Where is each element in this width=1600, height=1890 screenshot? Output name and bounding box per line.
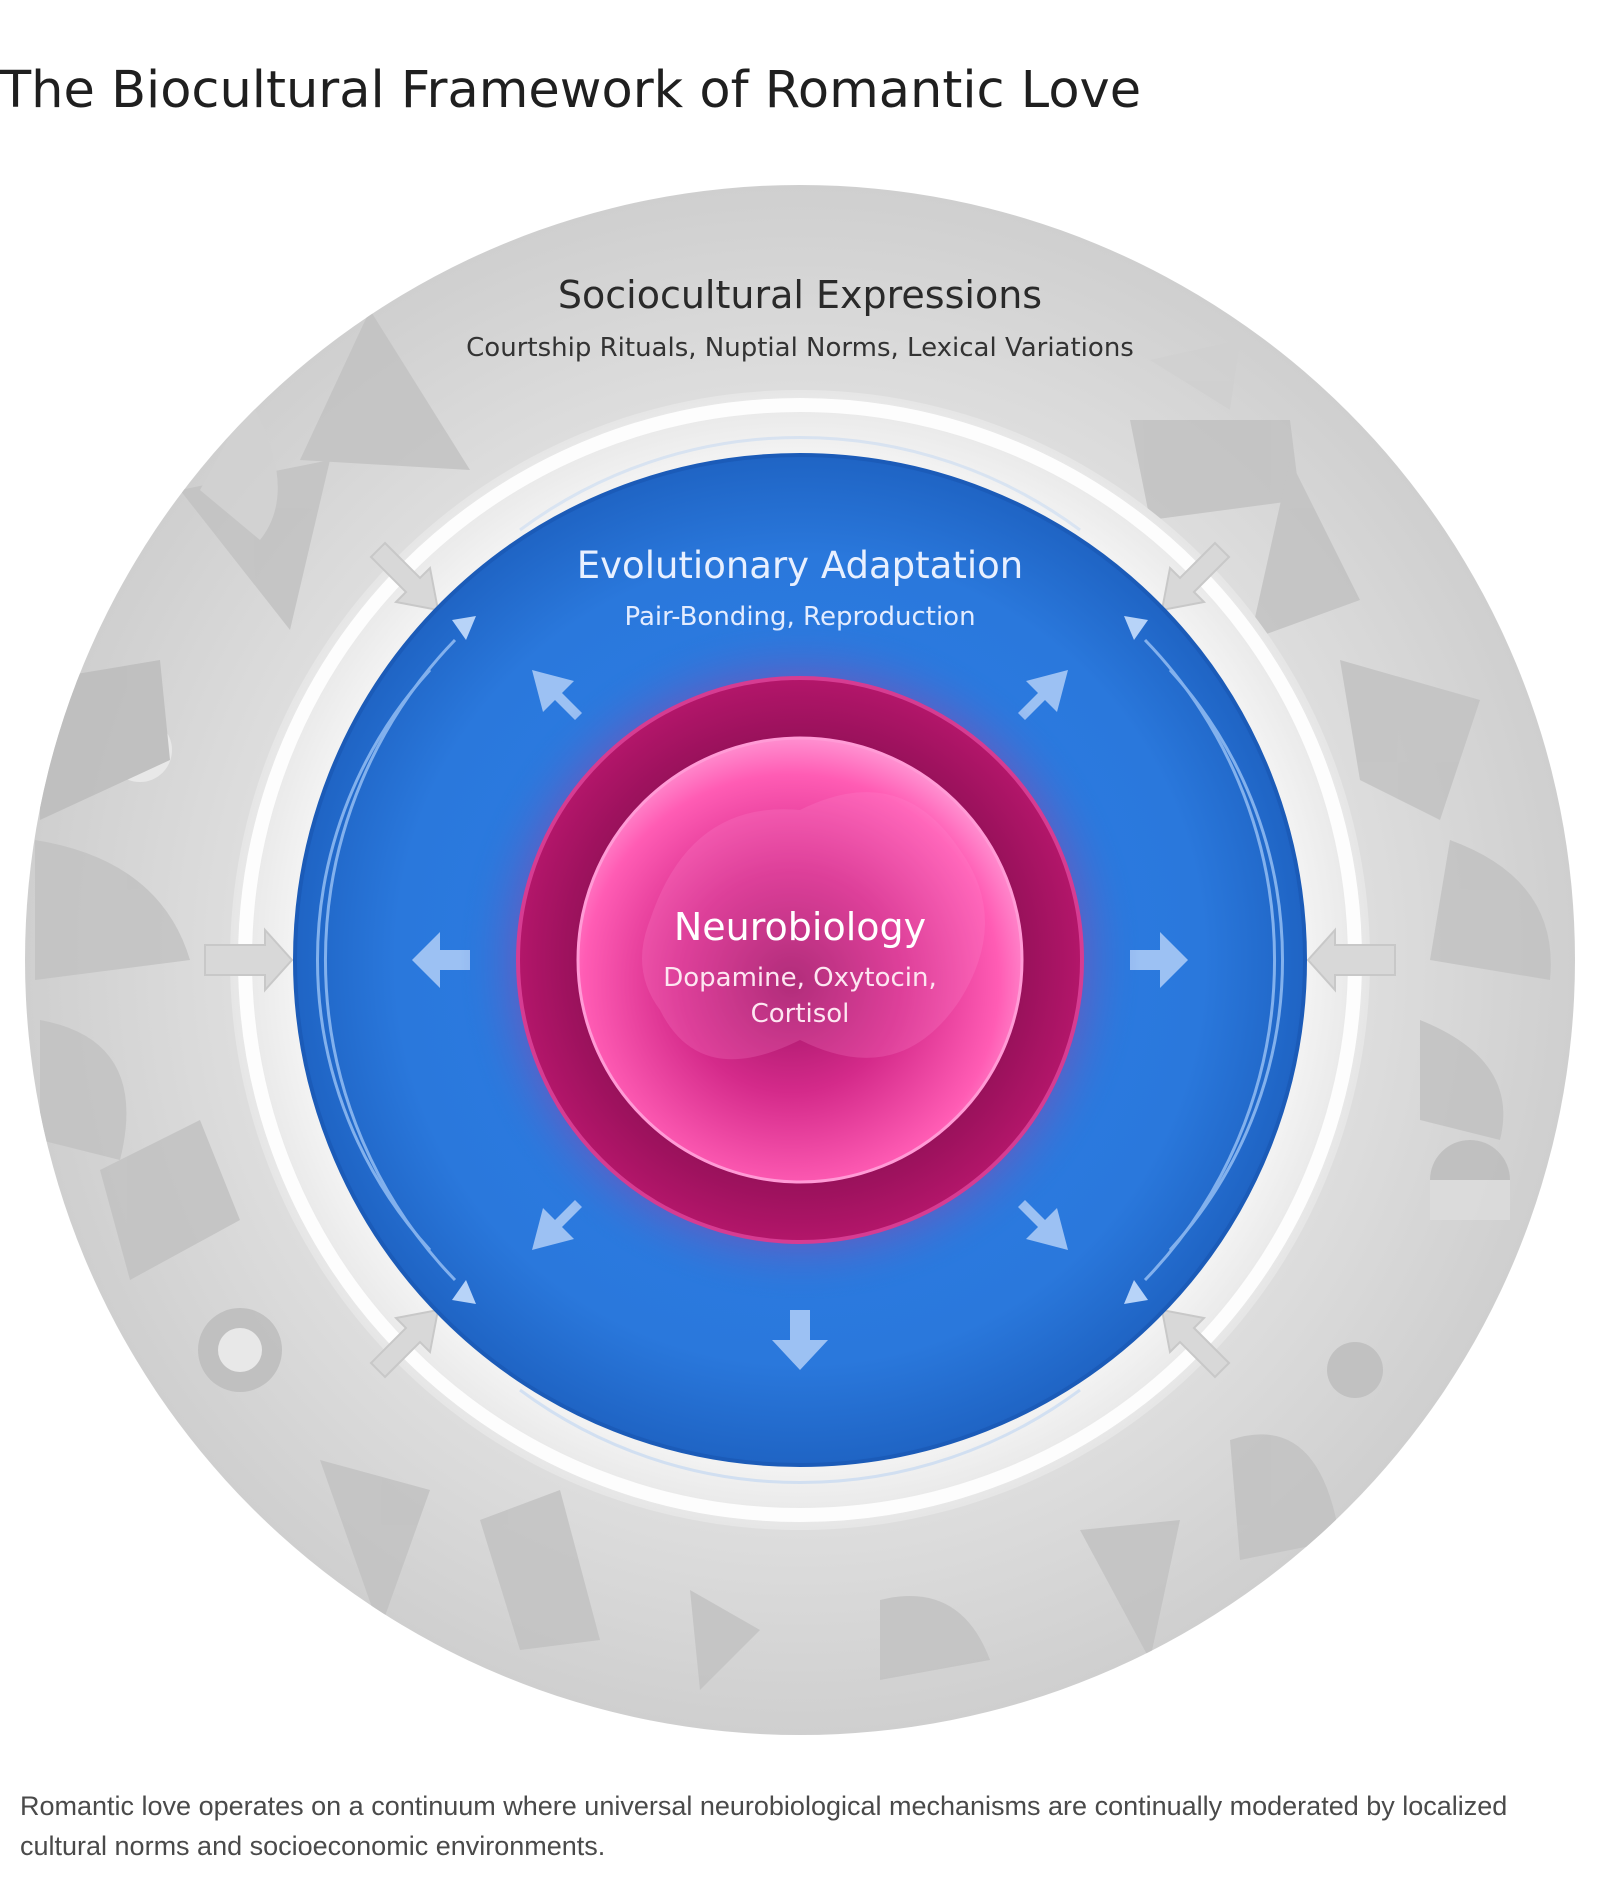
middle-ring-title: Evolutionary Adaptation <box>577 544 1023 587</box>
inward-arrow-left <box>204 927 294 993</box>
outward-arrow-top-right <box>1018 670 1068 720</box>
core-neurobiology: Neurobiology Dopamine, Oxytocin, Cortiso… <box>516 676 1084 1244</box>
core-membrane-swirl <box>642 792 985 1060</box>
outward-arrow-top-left <box>532 670 582 720</box>
figure-caption: Romantic love operates on a continuum wh… <box>20 1791 1508 1861</box>
inward-arrow-bottom-left <box>369 1308 440 1379</box>
core-subtitle-line1: Dopamine, Oxytocin, <box>663 963 937 993</box>
outer-ring-subtitle: Courtship Rituals, Nuptial Norms, Lexica… <box>466 333 1134 363</box>
inward-arrow-right <box>1306 927 1396 993</box>
inward-arrow-bottom-right <box>1160 1308 1231 1379</box>
core-subtitle-line2: Cortisol <box>751 999 850 1029</box>
outward-arrow-bottom <box>772 1310 828 1370</box>
outward-arrow-bottom-left <box>532 1200 582 1250</box>
inward-arrows <box>204 541 1396 1379</box>
core-title: Neurobiology <box>674 905 926 949</box>
outward-arrow-right <box>1130 932 1188 988</box>
outward-arrow-bottom-right <box>1018 1200 1068 1250</box>
page-title: The Biocultural Framework of Romantic Lo… <box>0 61 1142 120</box>
cycle-arrowheads <box>452 616 1148 1304</box>
inward-arrow-top-left <box>369 541 440 612</box>
concentric-framework-diagram: Sociocultural Expressions Courtship Ritu… <box>0 160 1600 1740</box>
outward-arrow-left <box>412 932 470 988</box>
inward-arrow-top-right <box>1160 541 1231 612</box>
cycle-arcs <box>316 435 1284 1485</box>
outer-ring-title: Sociocultural Expressions <box>558 273 1042 317</box>
outward-arrows <box>412 670 1188 1370</box>
